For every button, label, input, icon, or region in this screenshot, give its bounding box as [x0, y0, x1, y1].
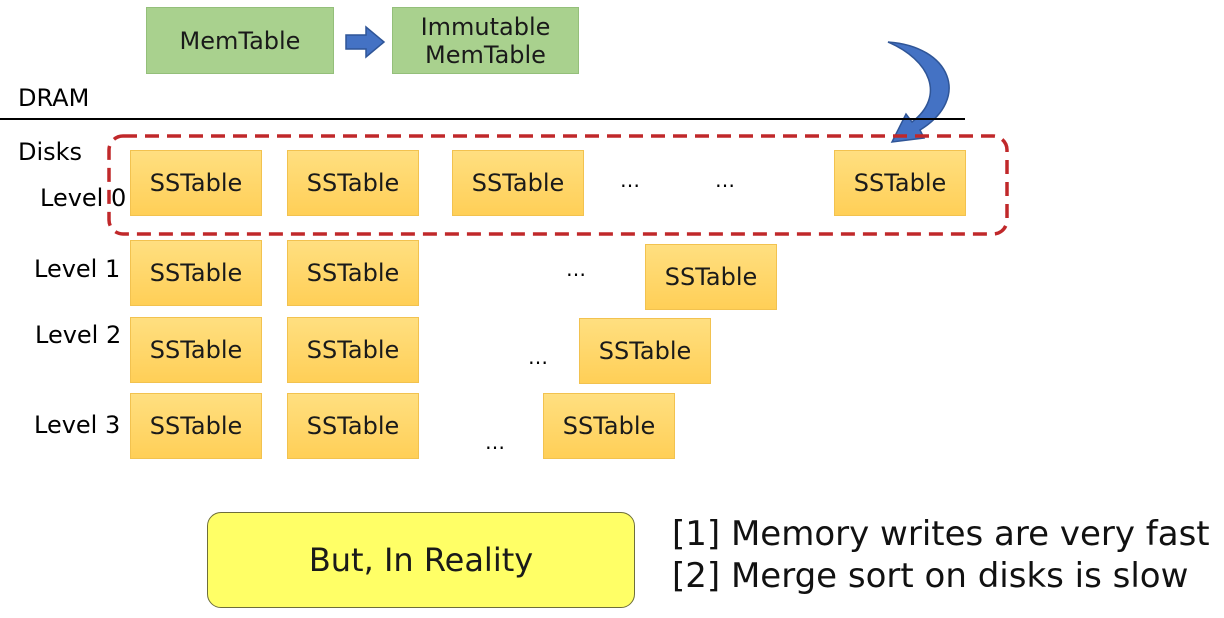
sstable-label: SSTable: [664, 263, 758, 291]
sstable-l0-3: SSTable: [452, 150, 584, 216]
ellipsis-l2: …: [528, 345, 548, 369]
sstable-label: SSTable: [149, 259, 243, 287]
sstable-l0-2: SSTable: [287, 150, 419, 216]
level3-label: Level 3: [34, 411, 121, 439]
sstable-l1-2: SSTable: [287, 240, 419, 306]
note-memory-writes: [1] Memory writes are very fast: [672, 514, 1210, 554]
dram-divider: [0, 118, 965, 120]
sstable-label: SSTable: [562, 412, 656, 440]
memtable-box: MemTable: [146, 7, 334, 74]
ellipsis-l1: …: [566, 257, 586, 281]
sstable-label: SSTable: [306, 169, 400, 197]
but-in-reality-label: But, In Reality: [308, 541, 534, 579]
sstable-l2-last: SSTable: [579, 318, 711, 384]
sstable-l3-last: SSTable: [543, 393, 675, 459]
sstable-label: SSTable: [598, 337, 692, 365]
ellipsis-l0-b: …: [715, 168, 735, 192]
immutable-label-line1: Immutable: [420, 12, 551, 41]
but-in-reality-box: But, In Reality: [207, 512, 635, 608]
sstable-label: SSTable: [306, 336, 400, 364]
sstable-l3-2: SSTable: [287, 393, 419, 459]
sstable-label: SSTable: [149, 412, 243, 440]
immutable-memtable-box: Immutable MemTable: [392, 7, 579, 74]
disks-label: Disks: [18, 138, 83, 166]
sstable-label: SSTable: [471, 169, 565, 197]
immutable-label-line2: MemTable: [425, 40, 546, 69]
sstable-l0-last: SSTable: [834, 150, 966, 216]
level2-label: Level 2: [35, 321, 122, 349]
note-merge-sort: [2] Merge sort on disks is slow: [672, 556, 1189, 596]
curved-arrow-icon: [887, 41, 950, 143]
sstable-label: SSTable: [306, 412, 400, 440]
arrow-right-icon: [345, 25, 386, 59]
sstable-l1-1: SSTable: [130, 240, 262, 306]
sstable-l2-1: SSTable: [130, 317, 262, 383]
sstable-label: SSTable: [853, 169, 947, 197]
ellipsis-l3: …: [485, 430, 505, 454]
sstable-l0-1: SSTable: [130, 150, 262, 216]
level0-label: Level 0: [40, 184, 127, 212]
sstable-label: SSTable: [306, 259, 400, 287]
sstable-label: SSTable: [149, 169, 243, 197]
sstable-label: SSTable: [149, 336, 243, 364]
memtable-label: MemTable: [179, 26, 301, 55]
level1-label: Level 1: [34, 255, 121, 283]
sstable-l3-1: SSTable: [130, 393, 262, 459]
sstable-l1-last: SSTable: [645, 244, 777, 310]
level0-highlight-dashed-box: [107, 134, 1009, 236]
dram-label: DRAM: [18, 84, 90, 112]
ellipsis-l0-a: …: [620, 168, 640, 192]
sstable-l2-2: SSTable: [287, 317, 419, 383]
